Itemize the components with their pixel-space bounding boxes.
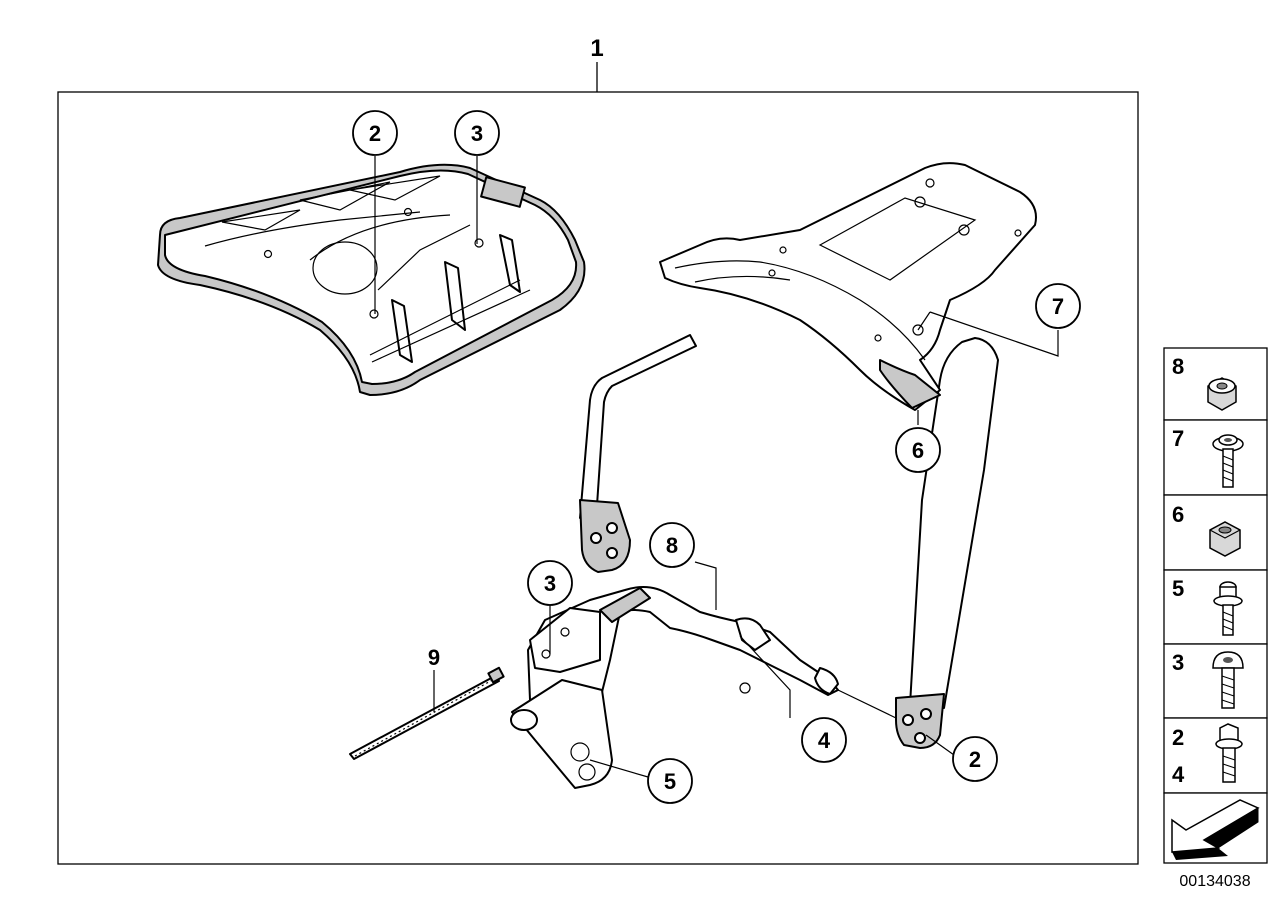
svg-text:6: 6 (912, 438, 924, 463)
svg-text:7: 7 (1052, 294, 1064, 319)
holder-bracket (510, 585, 839, 789)
legend-item-3: 3 (1163, 643, 1268, 719)
svg-text:4: 4 (1172, 762, 1185, 787)
hex-nut-icon (1209, 521, 1241, 557)
svg-text:7: 7 (1172, 426, 1184, 451)
diagram-id: 00134038 (1179, 873, 1250, 890)
carrier-frame (579, 162, 1037, 749)
hex-bolt-icon (1215, 723, 1243, 783)
callout-7: 7 (1035, 283, 1081, 329)
svg-text:8: 8 (666, 533, 678, 558)
legend-item-6: 6 (1163, 494, 1268, 571)
round-head-screw-icon (1212, 651, 1244, 709)
direction-arrow-icon (1171, 799, 1260, 860)
svg-text:8: 8 (1172, 354, 1184, 379)
assembly-label: 1 (590, 35, 603, 62)
callout-3-mid: 3 (527, 560, 573, 606)
collar-screw-icon (1213, 581, 1243, 636)
callout-4: 4 (801, 717, 847, 763)
legend-item-8: 8 (1163, 347, 1268, 421)
callout-2-bottom: 2 (952, 736, 998, 782)
svg-text:9: 9 (428, 645, 440, 670)
svg-text:5: 5 (664, 769, 676, 794)
carrier-plate (157, 163, 586, 396)
legend-item-5: 5 (1163, 569, 1268, 645)
legend-item-7: 7 (1163, 419, 1268, 496)
flange-screw-icon (1212, 434, 1244, 488)
legend-item-2-4: 2 4 (1163, 717, 1268, 794)
svg-text:4: 4 (818, 728, 831, 753)
leader-lines (374, 156, 1059, 778)
svg-text:3: 3 (544, 571, 556, 596)
nut-icon (1207, 377, 1237, 411)
callout-9: 9 (428, 645, 440, 670)
legend: 8 7 6 (1163, 347, 1268, 864)
svg-text:3: 3 (471, 121, 483, 146)
callout-6: 6 (895, 427, 941, 473)
svg-text:5: 5 (1172, 576, 1184, 601)
svg-text:2: 2 (969, 747, 981, 772)
legend-arrow-cell (1163, 792, 1268, 864)
callout-3-top: 3 (454, 110, 500, 156)
cable-tie (349, 666, 505, 760)
callout-8: 8 (649, 522, 695, 568)
svg-text:3: 3 (1172, 650, 1184, 675)
callout-2-top: 2 (352, 110, 398, 156)
callout-5: 5 (647, 758, 693, 804)
svg-text:6: 6 (1172, 502, 1184, 527)
svg-text:2: 2 (1172, 725, 1184, 750)
svg-text:2: 2 (369, 121, 381, 146)
assembly-frame (57, 91, 1139, 865)
